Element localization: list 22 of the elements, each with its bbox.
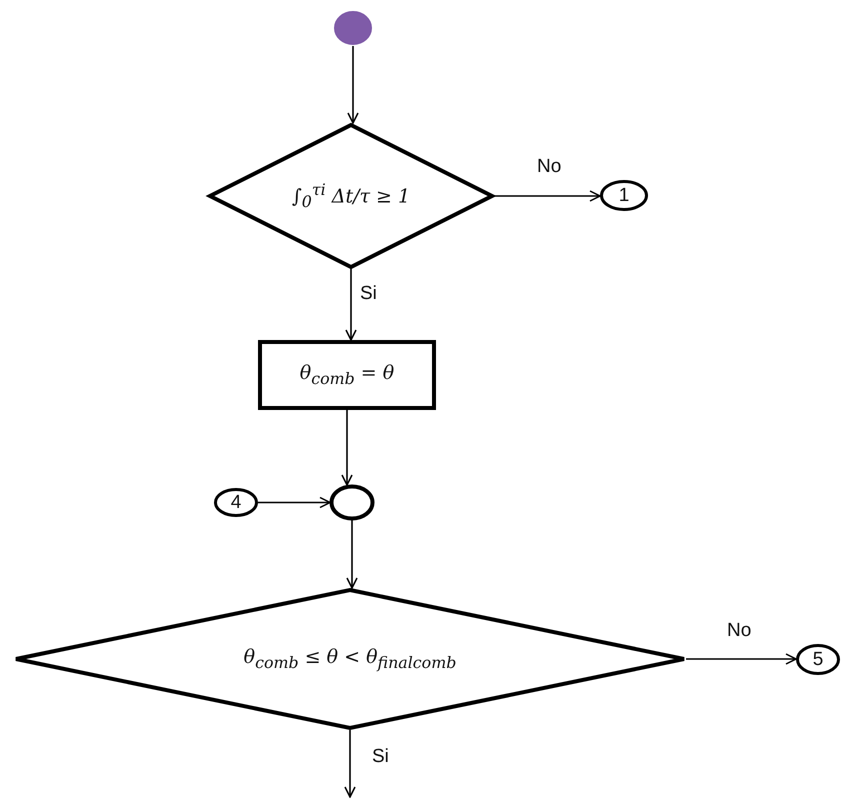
arrow (344, 730, 356, 798)
connector-number: 5 (812, 648, 824, 670)
process-box (258, 340, 436, 410)
arrow (341, 410, 353, 486)
connector-number: 1 (618, 184, 630, 206)
arrow (686, 653, 797, 665)
arrow (347, 46, 359, 124)
decision-diamond (208, 123, 494, 269)
junction-circle (330, 485, 374, 520)
connector-circle (214, 488, 258, 517)
connector-number: 4 (230, 492, 242, 514)
arrow (345, 269, 357, 341)
start-circle (333, 10, 373, 46)
arrow (346, 520, 358, 589)
assignment-formula: θ$_{comb}$ = θ (300, 362, 394, 388)
connector-circle (796, 644, 840, 675)
connector-circle (600, 180, 648, 211)
condition-formula: ∫$_{0}$$^{τi}$ Δt/τ ≥ 1 (292, 180, 410, 212)
condition-formula: θ$_{comb}$ ≤ θ < θ$_{finalcomb}$ (244, 646, 456, 672)
arrow (494, 190, 601, 202)
decision-diamond (14, 588, 686, 730)
arrow (258, 496, 331, 508)
